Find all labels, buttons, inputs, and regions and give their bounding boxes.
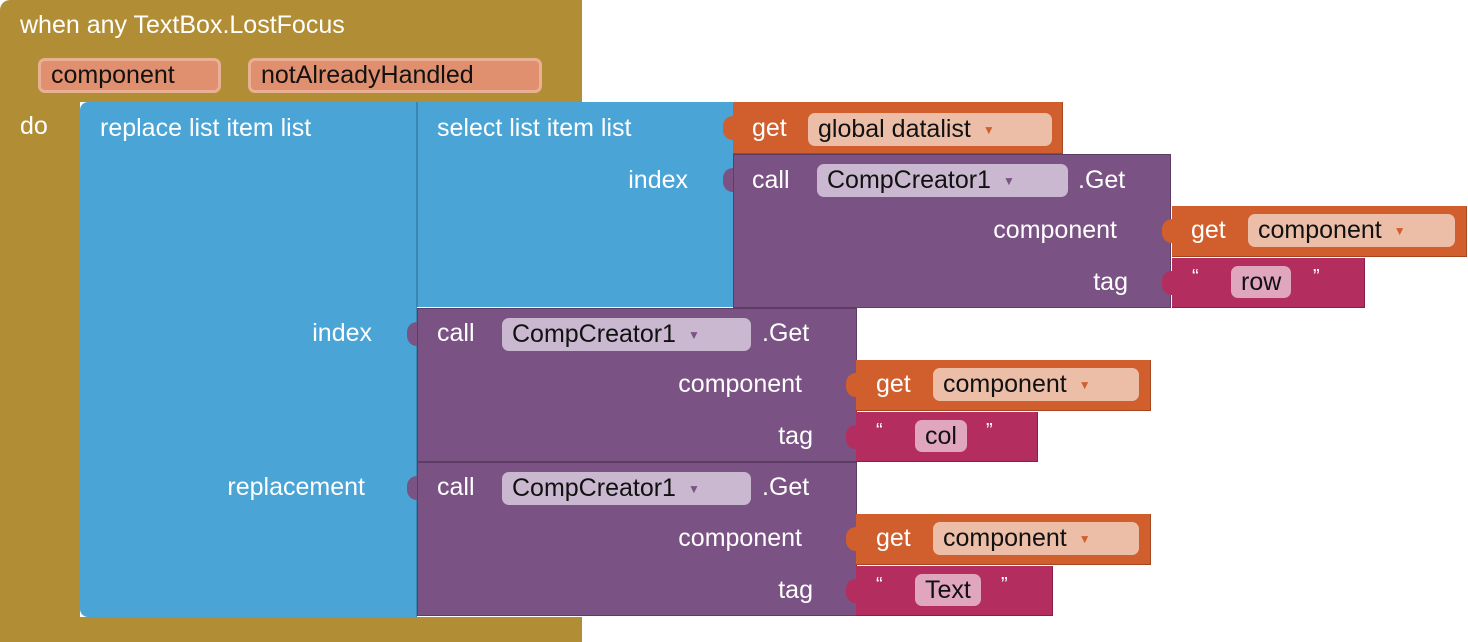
socket-notch: [407, 322, 417, 346]
component-dropdown[interactable]: CompCreator1 ▼: [817, 164, 1068, 198]
dropdown-arrow-icon: ▼: [982, 123, 995, 138]
event-title: when any TextBox.LostFocus: [20, 11, 345, 39]
component-name: CompCreator1: [512, 474, 676, 502]
global-datalist-dropdown[interactable]: global datalist ▼: [808, 113, 1052, 147]
get-label: get: [752, 114, 787, 142]
param-not-already-handled[interactable]: notAlreadyHandled: [248, 58, 542, 93]
socket-notch: [846, 579, 856, 603]
dropdown-arrow-icon: ▼: [687, 482, 700, 497]
var-name: component: [1258, 216, 1382, 244]
arg-component-label: component: [678, 370, 802, 398]
get-label: get: [1191, 216, 1226, 244]
open-quote: “: [876, 420, 883, 442]
dropdown-arrow-icon: ▼: [687, 328, 700, 343]
get-label: get: [876, 524, 911, 552]
socket-notch: [846, 527, 856, 551]
var-name: global datalist: [818, 115, 971, 143]
event-block-do-strip: [0, 100, 80, 642]
method-label: .Get: [1078, 166, 1126, 194]
arg-tag-label: tag: [778, 576, 813, 604]
dropdown-arrow-icon: ▼: [1078, 378, 1091, 393]
replace-label: replace list item list: [100, 114, 312, 142]
component-name: CompCreator1: [512, 320, 676, 348]
call-label: call: [437, 319, 475, 347]
do-label: do: [20, 112, 48, 140]
arg-component-label: component: [678, 524, 802, 552]
call-label: call: [752, 166, 790, 194]
var-name: component: [943, 370, 1067, 398]
param-component[interactable]: component: [38, 58, 221, 93]
replace-index-label: index: [312, 319, 372, 347]
event-block-bottom: [0, 617, 582, 642]
close-quote: ”: [1001, 574, 1008, 596]
dropdown-arrow-icon: ▼: [1002, 174, 1015, 189]
socket-notch: [723, 116, 733, 140]
dropdown-arrow-icon: ▼: [1393, 224, 1406, 239]
arg-tag-label: tag: [778, 422, 813, 450]
socket-notch: [1162, 271, 1172, 295]
open-quote: “: [1192, 266, 1199, 288]
arg-component-label: component: [993, 216, 1117, 244]
open-quote: “: [876, 574, 883, 596]
replace-list-item-block[interactable]: [80, 102, 417, 617]
component-name: CompCreator1: [827, 166, 991, 194]
text-value[interactable]: row: [1231, 266, 1292, 298]
var-name: component: [943, 524, 1067, 552]
call-label: call: [437, 473, 475, 501]
replace-replacement-label: replacement: [227, 473, 365, 501]
select-label: select list item list: [437, 114, 632, 142]
get-label: get: [876, 370, 911, 398]
component-var-dropdown[interactable]: component ▼: [933, 368, 1139, 402]
socket-notch: [846, 425, 856, 449]
close-quote: ”: [986, 420, 993, 442]
component-dropdown[interactable]: CompCreator1 ▼: [502, 472, 751, 506]
text-value[interactable]: Text: [915, 574, 981, 606]
socket-notch: [1162, 219, 1172, 243]
socket-notch: [723, 168, 733, 192]
text-value[interactable]: col: [915, 420, 967, 452]
method-label: .Get: [762, 319, 810, 347]
select-list-item-block[interactable]: [417, 102, 733, 307]
method-label: .Get: [762, 473, 810, 501]
component-dropdown[interactable]: CompCreator1 ▼: [502, 318, 751, 352]
component-var-dropdown[interactable]: component ▼: [1248, 214, 1455, 248]
select-index-label: index: [628, 166, 688, 194]
socket-notch: [407, 476, 417, 500]
close-quote: ”: [1313, 266, 1320, 288]
dropdown-arrow-icon: ▼: [1078, 532, 1091, 547]
arg-tag-label: tag: [1093, 268, 1128, 296]
socket-notch: [846, 373, 856, 397]
component-var-dropdown[interactable]: component ▼: [933, 522, 1139, 556]
